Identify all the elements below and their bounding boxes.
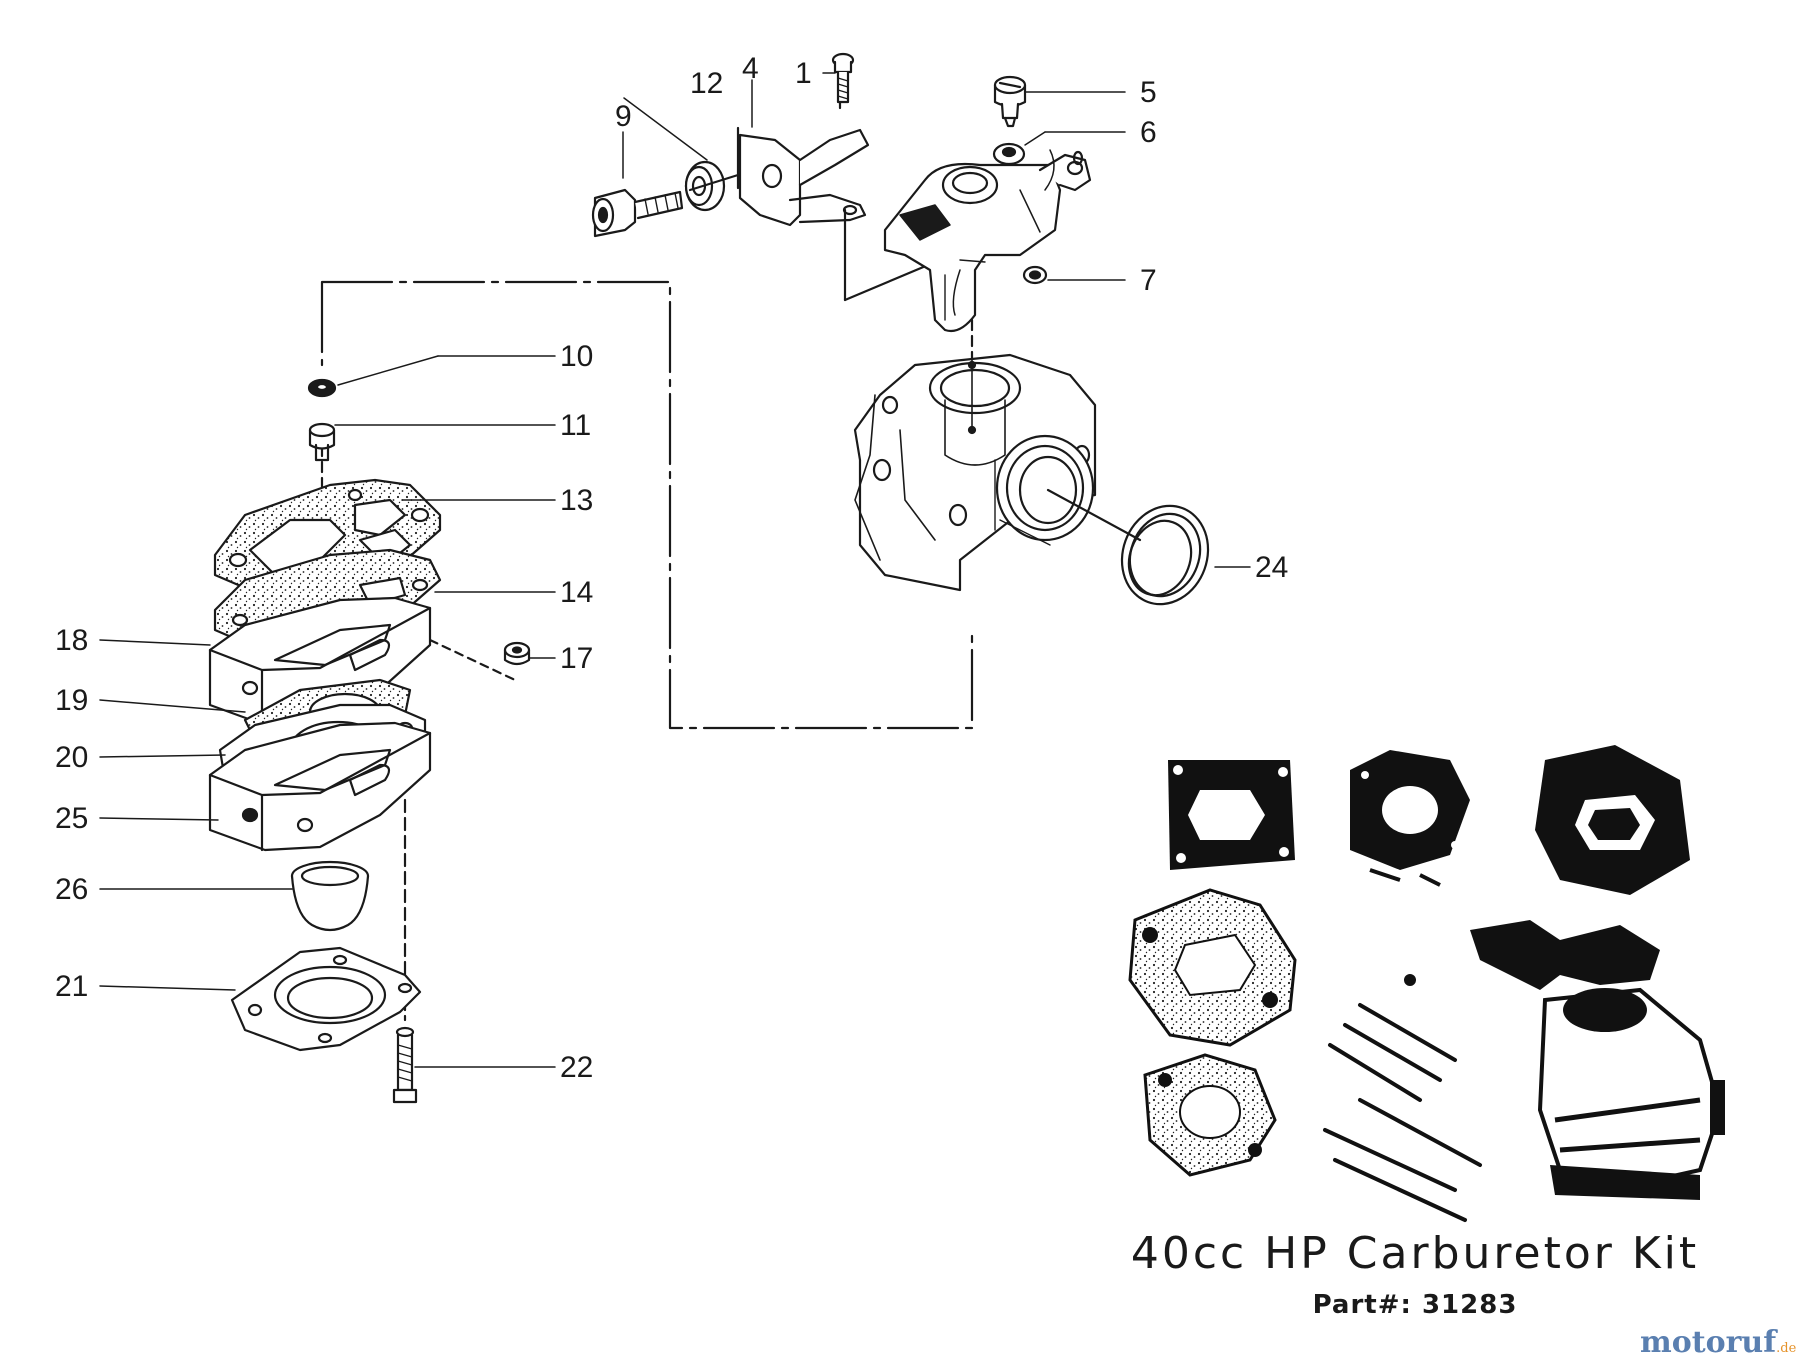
kit-gasket-photo-1 xyxy=(1168,760,1295,870)
part-5-adjust-screw xyxy=(993,75,1027,128)
callout-20: 20 xyxy=(55,741,88,774)
part-4-throttle-bracket xyxy=(688,126,870,227)
callout-7: 7 xyxy=(1140,264,1157,297)
part-6-washer xyxy=(992,142,1026,166)
kit-gasket-photo-2 xyxy=(1350,750,1470,887)
callout-11: 11 xyxy=(560,409,591,442)
kit-carburetor-photo xyxy=(1470,920,1725,1200)
part-22-screw xyxy=(392,1026,418,1104)
part-10-washer xyxy=(307,378,337,398)
callout-26: 26 xyxy=(55,873,88,906)
callout-17: 17 xyxy=(560,642,593,675)
throttle-valve-assembly xyxy=(883,149,1092,333)
callout-9: 9 xyxy=(615,100,632,133)
part-21-cover xyxy=(230,946,422,1052)
callout-12: 12 xyxy=(690,67,723,100)
callout-21: 21 xyxy=(55,970,88,1003)
kit-title: 40cc HP Carburetor Kit xyxy=(1130,1228,1700,1279)
kit-insulator-photo xyxy=(1535,745,1690,895)
part-17-cap xyxy=(503,641,531,666)
callout-25: 25 xyxy=(55,802,88,835)
part-1-screw xyxy=(831,52,855,104)
part-18-pump-body xyxy=(208,596,432,727)
carburetor-body xyxy=(853,353,1097,592)
watermark-main: motoruf xyxy=(1640,1325,1777,1360)
kit-screws-photo xyxy=(1323,974,1482,1222)
watermark-suffix: .de xyxy=(1776,1341,1797,1356)
part-26-primer-bulb xyxy=(290,860,370,932)
leader-lines xyxy=(99,72,1251,1068)
callout-18: 18 xyxy=(55,624,88,657)
part-11-jet xyxy=(308,422,336,462)
kit-gasket-photo-4 xyxy=(1143,1053,1277,1177)
callout-6: 6 xyxy=(1140,116,1157,149)
part-25-pump-cover xyxy=(208,721,432,852)
callout-5: 5 xyxy=(1140,76,1157,109)
callout-22: 22 xyxy=(560,1051,593,1084)
callout-24: 24 xyxy=(1255,551,1288,584)
watermark-logo: motoruf.de xyxy=(1640,1325,1796,1360)
part-12-nut xyxy=(684,160,726,212)
kit-gasket-photo-3 xyxy=(1128,888,1297,1047)
assembly-dash-line xyxy=(320,280,974,730)
callout-13: 13 xyxy=(560,484,593,517)
part-24-seal-ring xyxy=(1046,488,1210,606)
callout-14: 14 xyxy=(560,576,593,609)
callout-10: 10 xyxy=(560,340,593,373)
part-9-hex-nipple xyxy=(591,188,684,238)
kit-part-number: Part#: 31283 xyxy=(1312,1290,1518,1320)
callout-19: 19 xyxy=(55,684,88,717)
callout-4: 4 xyxy=(742,52,759,85)
kit-photo xyxy=(1128,745,1725,1222)
callout-1: 1 xyxy=(795,57,812,90)
assembly-dash-line xyxy=(428,638,517,682)
